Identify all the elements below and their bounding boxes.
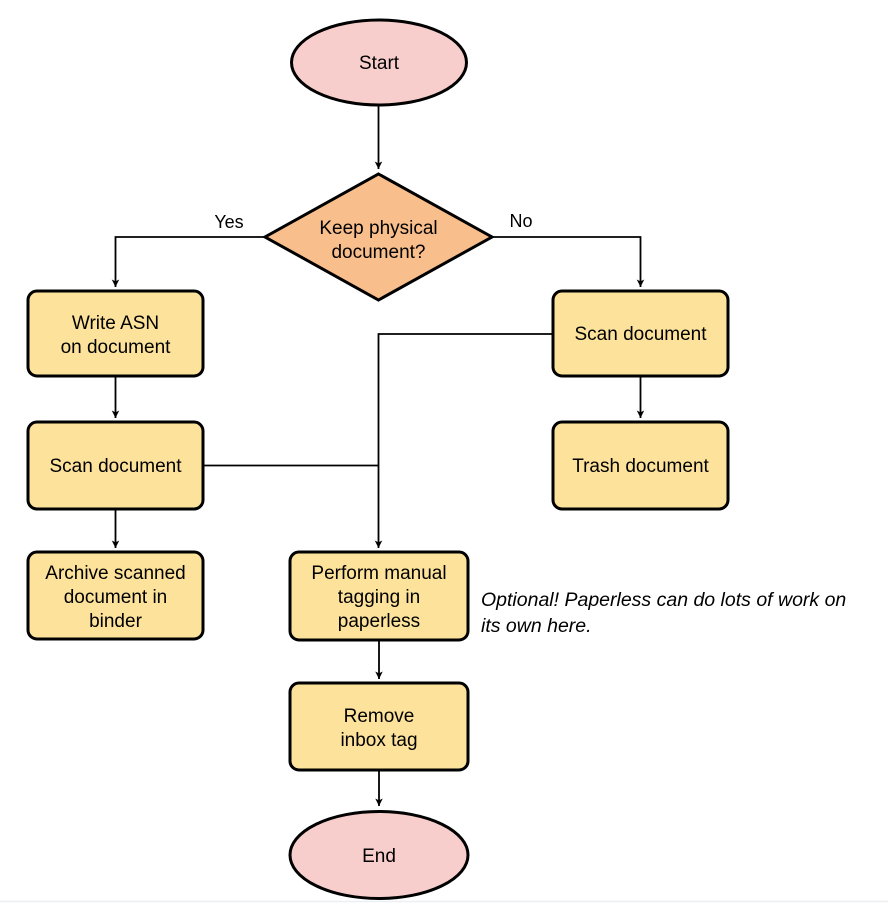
annotation-line2: its own here. [481, 615, 592, 637]
edge-decision-yes-to-write-asn [111, 236, 265, 287]
process-box-shape [288, 681, 470, 772]
annotation-line1: Optional! Paperless can do lots of work … [481, 589, 846, 611]
node-layer: Start Keep physical document? Write ASN … [26, 18, 730, 900]
start-terminal-shape [290, 18, 468, 107]
scan-document-right-label: Scan document [574, 324, 707, 345]
trash-document-label: Trash document [572, 456, 709, 477]
end-terminal-shape [288, 810, 470, 900]
archive-binder-label-line1: Archive scanned [45, 563, 185, 584]
node-write-asn: Write ASN on document [26, 289, 205, 378]
archive-binder-label-line3: binder [89, 611, 142, 632]
decision-diamond-shape [261, 172, 496, 302]
edge-scan-right-to-tagging [374, 333, 553, 548]
remove-inbox-label-line2: inbox tag [340, 730, 417, 751]
manual-tagging-label-line3: paperless [338, 611, 420, 632]
scan-document-left-label: Scan document [49, 456, 182, 477]
process-box-shape [26, 420, 205, 511]
process-box-shape [26, 550, 205, 641]
manual-tagging-label-line2: tagging in [338, 587, 420, 608]
node-scan-document-right: Scan document [551, 289, 730, 378]
remove-inbox-label-line1: Remove [344, 706, 415, 727]
edge-layer [111, 106, 645, 806]
node-scan-document-left: Scan document [26, 420, 205, 511]
node-archive-binder: Archive scanned document in binder [26, 550, 205, 641]
node-start-label: Start [359, 53, 400, 74]
process-box-shape [26, 289, 205, 378]
decision-label-line1: Keep physical [319, 218, 437, 239]
process-box-shape [288, 550, 470, 642]
edge-label-no: No [509, 211, 532, 231]
node-decision-keep-physical: Keep physical document? [261, 172, 496, 302]
node-end: End [288, 810, 470, 900]
edge-label-yes: Yes [214, 212, 243, 232]
node-remove-inbox-tag: Remove inbox tag [288, 681, 470, 772]
write-asn-label-line2: on document [61, 337, 172, 358]
process-box-shape [551, 420, 730, 511]
process-box-shape [551, 289, 730, 378]
node-trash-document: Trash document [551, 420, 730, 511]
node-start: Start [290, 18, 468, 107]
decision-label-line2: document? [331, 242, 425, 263]
manual-tagging-label-line1: Perform manual [311, 563, 446, 584]
write-asn-label-line1: Write ASN [72, 313, 159, 334]
archive-binder-label-line2: document in [64, 587, 168, 608]
node-manual-tagging: Perform manual tagging in paperless [288, 550, 470, 642]
node-end-label: End [362, 846, 396, 867]
edge-decision-no-to-scan-right [492, 236, 645, 287]
